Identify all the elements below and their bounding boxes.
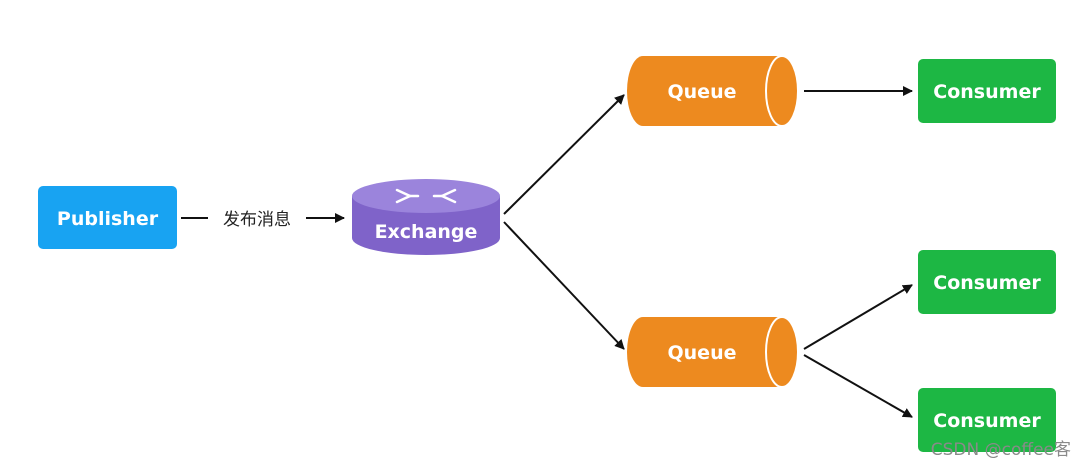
consumer-node: Consumer <box>918 388 1056 452</box>
watermark: CSDN @coffee客 <box>931 440 1071 460</box>
queue-node: Queue <box>627 316 799 388</box>
queue-label: Queue <box>668 81 737 103</box>
exchange-to-queue-1-arrow <box>503 94 625 215</box>
exchange-top <box>352 179 500 213</box>
queue-body <box>627 317 798 387</box>
exchange-node: Exchange <box>352 179 500 255</box>
queue-end-cap <box>765 55 799 127</box>
exchange-to-queue-2-arrow <box>503 221 625 350</box>
consumer-box <box>918 59 1056 123</box>
publisher-box <box>38 186 177 249</box>
publish-edge-label: 发布消息 <box>223 210 291 230</box>
consumer-node: Consumer <box>918 59 1056 123</box>
queue-body <box>627 56 798 126</box>
publisher-node: Publisher <box>38 186 177 249</box>
consumer-box <box>918 250 1056 314</box>
exchange-label: Exchange <box>375 221 478 243</box>
publisher-label: Publisher <box>57 208 159 230</box>
queue-node: Queue <box>627 55 799 127</box>
exchange-body <box>352 196 500 255</box>
exchange-arrows-icon <box>395 188 457 204</box>
queue-2-to-consumer-3-arrow <box>803 354 913 418</box>
consumer-label: Consumer <box>933 272 1041 294</box>
consumer-node: Consumer <box>918 250 1056 314</box>
consumer-label: Consumer <box>933 81 1041 103</box>
queue-label: Queue <box>668 342 737 364</box>
queue-end-cap <box>765 316 799 388</box>
queue-2-to-consumer-2-arrow <box>803 284 913 350</box>
consumer-box <box>918 388 1056 452</box>
consumer-label: Consumer <box>933 410 1041 432</box>
